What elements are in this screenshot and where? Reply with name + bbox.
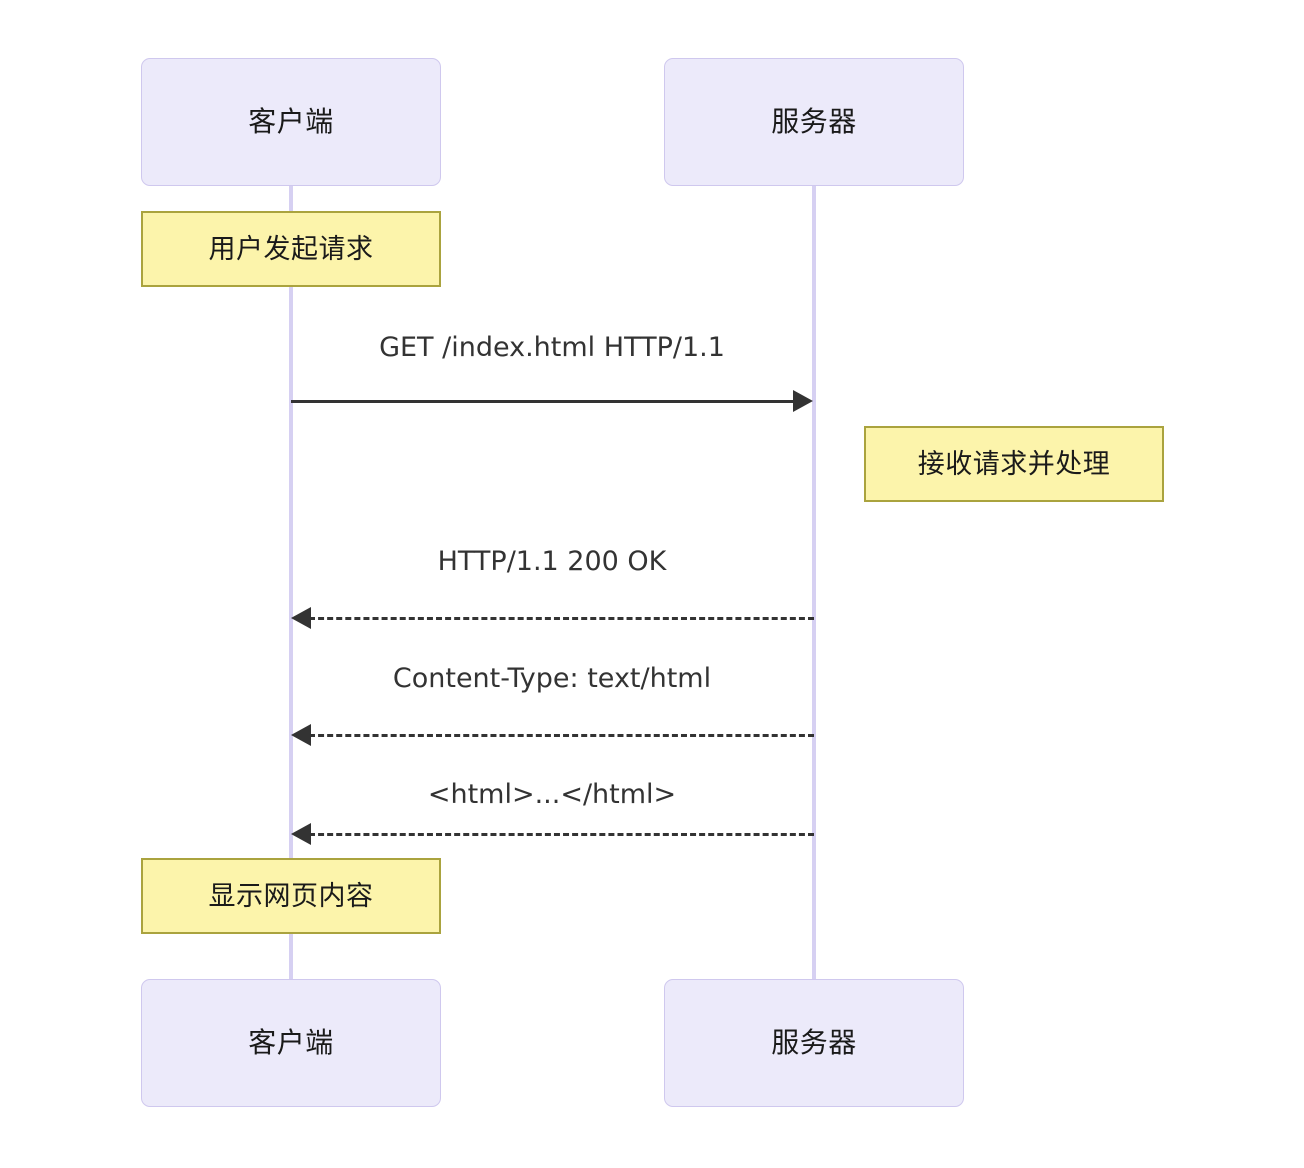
note-display-page-content[interactable]: 显示网页内容: [141, 858, 441, 934]
message-content-type-line: [309, 734, 814, 737]
note-display-page-content-label: 显示网页内容: [208, 880, 374, 912]
message-200-ok-label: HTTP/1.1 200 OK: [437, 546, 667, 577]
note-user-initiates-request[interactable]: 用户发起请求: [141, 211, 441, 287]
note-receive-and-process-request[interactable]: 接收请求并处理: [864, 426, 1164, 502]
message-get-index-label: GET /index.html HTTP/1.1: [379, 332, 725, 363]
message-content-type-label: Content-Type: text/html: [392, 663, 712, 694]
message-html-body-line: [309, 833, 814, 836]
note-user-initiates-request-label: 用户发起请求: [208, 233, 374, 265]
lifeline-client: [289, 186, 293, 981]
lifeline-server: [812, 186, 816, 981]
participant-server-bottom[interactable]: 服务器: [664, 979, 964, 1107]
participant-client-top-label: 客户端: [248, 105, 334, 138]
participant-client-bottom-label: 客户端: [248, 1026, 334, 1059]
message-200-ok-arrowhead: [291, 607, 311, 629]
message-html-body-label: <html>...</html>: [427, 779, 677, 810]
message-get-index-line: [291, 400, 796, 403]
participant-server-bottom-label: 服务器: [771, 1026, 857, 1059]
message-content-type-arrowhead: [291, 724, 311, 746]
note-receive-and-process-request-label: 接收请求并处理: [917, 448, 1111, 480]
participant-client-bottom[interactable]: 客户端: [141, 979, 441, 1107]
message-get-index-arrowhead: [793, 390, 813, 412]
participant-client-top[interactable]: 客户端: [141, 58, 441, 186]
participant-server-top-label: 服务器: [771, 105, 857, 138]
message-html-body-arrowhead: [291, 823, 311, 845]
participant-server-top[interactable]: 服务器: [664, 58, 964, 186]
message-200-ok-line: [309, 617, 814, 620]
